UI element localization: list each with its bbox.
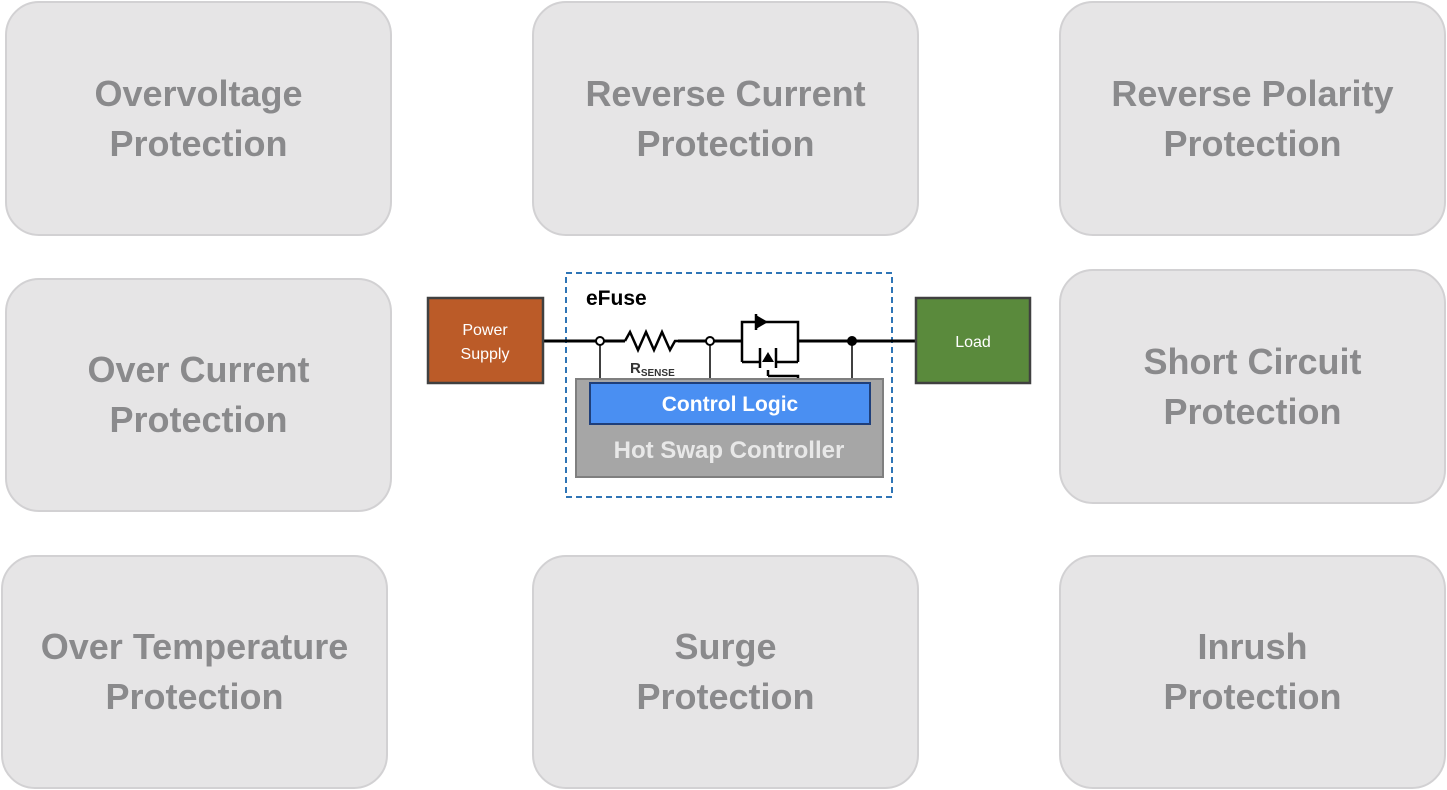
control-logic-block xyxy=(589,382,871,425)
power-supply-label-line2: Supply xyxy=(461,346,510,363)
node-sense-right xyxy=(705,336,715,346)
card-reverse-current-protection: Reverse Current Protection xyxy=(532,1,919,236)
card-title-line1: Over Temperature xyxy=(40,626,349,667)
rsense-label: RSENSE xyxy=(630,360,675,379)
load-label: Load xyxy=(955,334,991,351)
card-over-temperature-protection: Over Temperature Protection xyxy=(1,555,388,789)
mosfet-symbol xyxy=(740,320,800,380)
power-supply-label-line1: Power xyxy=(462,322,508,339)
card-title-line2: Protection xyxy=(1163,122,1342,164)
card-title-line1: Reverse Polarity xyxy=(1111,72,1394,114)
card-title-line2: Protection xyxy=(109,122,288,164)
card-title-line2: Protection xyxy=(105,676,284,717)
body-diode-icon xyxy=(756,315,768,329)
card-title-line1: Over Current xyxy=(87,349,310,390)
card-title-line2: Protection xyxy=(636,122,815,164)
efuse-label: eFuse xyxy=(586,287,647,310)
card-title-line1: Overvoltage xyxy=(94,72,303,114)
hot-swap-controller-label: Hot Swap Controller xyxy=(614,437,845,464)
mosfet-arrow-icon xyxy=(762,352,774,362)
rsense-main: R xyxy=(630,360,641,377)
card-title-line2: Protection xyxy=(636,676,815,717)
load-block xyxy=(914,296,1032,385)
node-sense-left xyxy=(595,336,605,346)
card-title-line2: Protection xyxy=(109,399,288,440)
control-logic-label: Control Logic xyxy=(662,393,799,416)
efuse-boundary xyxy=(565,272,893,498)
card-over-current-protection: Over Current Protection xyxy=(5,278,392,512)
card-title-line2: Protection xyxy=(1163,676,1342,717)
card-title-line1: Short Circuit xyxy=(1143,340,1362,382)
card-reverse-polarity-protection: Reverse Polarity Protection xyxy=(1059,1,1446,236)
card-title-line2: Protection xyxy=(1163,390,1342,432)
card-inrush-protection: Inrush Protection xyxy=(1059,555,1446,789)
card-short-circuit-protection: Short Circuit Protection xyxy=(1059,269,1446,504)
power-supply-block xyxy=(426,296,545,385)
card-title-line1: Inrush xyxy=(1197,626,1308,667)
card-overvoltage-protection: Overvoltage Protection xyxy=(5,1,392,236)
card-title-line1: Reverse Current xyxy=(585,72,866,114)
rsense-sub: SENSE xyxy=(641,368,675,379)
sense-resistor xyxy=(623,328,678,354)
card-title-line1: Surge xyxy=(674,626,777,667)
card-surge-protection: Surge Protection xyxy=(532,555,919,789)
